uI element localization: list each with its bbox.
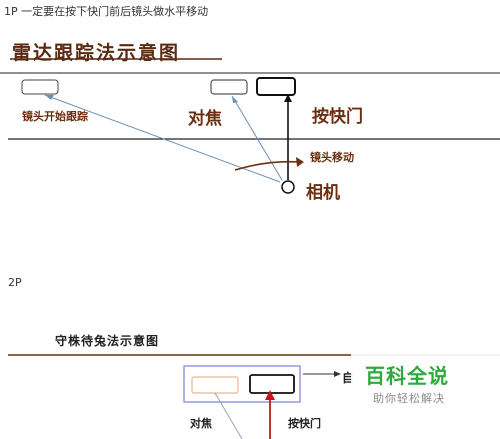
sight-line-focus [231,95,283,181]
watermark-tagline: 助你轻松解决 [373,392,445,405]
figure1-title: 雷达跟踪法示意图 [12,42,181,64]
figure1-drawing [0,58,500,194]
label-shutter-2: 按快门 [288,417,321,430]
label-focus: 对焦 [188,109,222,129]
figure2-caption: 2P [8,276,22,289]
move-curve [234,160,301,171]
radar-tracking-diagram: 雷达跟踪法示意图 镜头开始跟踪 对焦 按快门 镜头移动 相机 [0,22,500,257]
red-arrowhead [265,390,275,400]
sight-arrowhead-start [45,95,54,100]
focus-frame [210,79,248,95]
pointer-arrowhead [334,371,341,377]
site-watermark: 百科全说 助你轻松解决 [351,354,500,408]
figure1-caption: 1P 一定要在按下快门前后镜头做水平移动 [4,5,209,18]
label-shutter: 按快门 [312,107,363,127]
label-lens-move: 镜头移动 [310,151,354,164]
sight-arrowhead-shutter [284,94,292,102]
figure2-title: 守株待兔法示意图 [55,334,160,348]
move-arrowhead [296,157,304,167]
label-start-tracking: 镜头开始跟踪 [22,110,88,123]
shutter-frame-2 [249,374,295,394]
focus-frame-2 [191,376,239,394]
sight-arrowhead-focus [232,96,238,103]
label-camera: 相机 [306,183,340,203]
watermark-logo: 百科全说 [365,364,449,388]
camera-circle [281,180,295,194]
start-frame [21,79,59,95]
sight-line-focus-2 [214,392,243,439]
label-focus-2: 对焦 [190,417,212,430]
shutter-frame [256,77,296,96]
framing-box [183,365,301,403]
